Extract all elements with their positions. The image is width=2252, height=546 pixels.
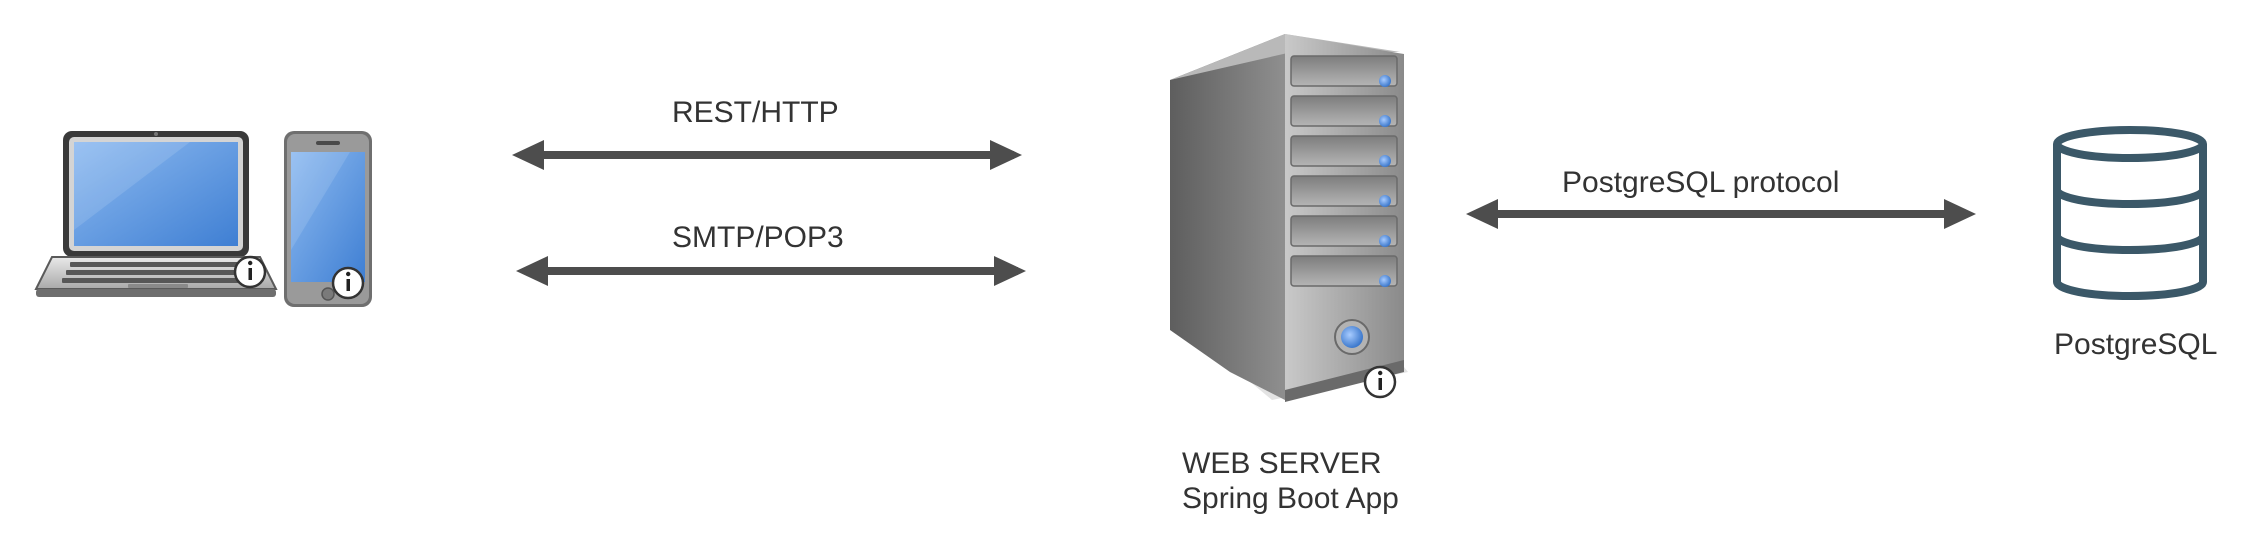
smartphone-info-badge[interactable] (331, 266, 365, 300)
laptop-info-badge[interactable] (233, 255, 267, 289)
smtp-pop3-arrow (516, 256, 1026, 286)
postgresql-protocol-label: PostgreSQL protocol (1562, 166, 1840, 199)
database-label: PostgreSQL (2054, 328, 2218, 361)
server-tower-icon (1170, 34, 1408, 402)
postgresql-protocol-arrow (1466, 199, 1976, 229)
web-server-subtitle: Spring Boot App (1182, 482, 1399, 515)
laptop-icon (34, 131, 278, 297)
rest-http-arrow (512, 140, 1022, 170)
rest-http-label: REST/HTTP (672, 96, 839, 129)
smartphone-icon (284, 131, 372, 307)
database-icon (2053, 126, 2207, 300)
smtp-pop3-label: SMTP/POP3 (672, 221, 844, 254)
web-server-title: WEB SERVER (1182, 447, 1382, 480)
server-info-badge[interactable] (1363, 365, 1397, 399)
